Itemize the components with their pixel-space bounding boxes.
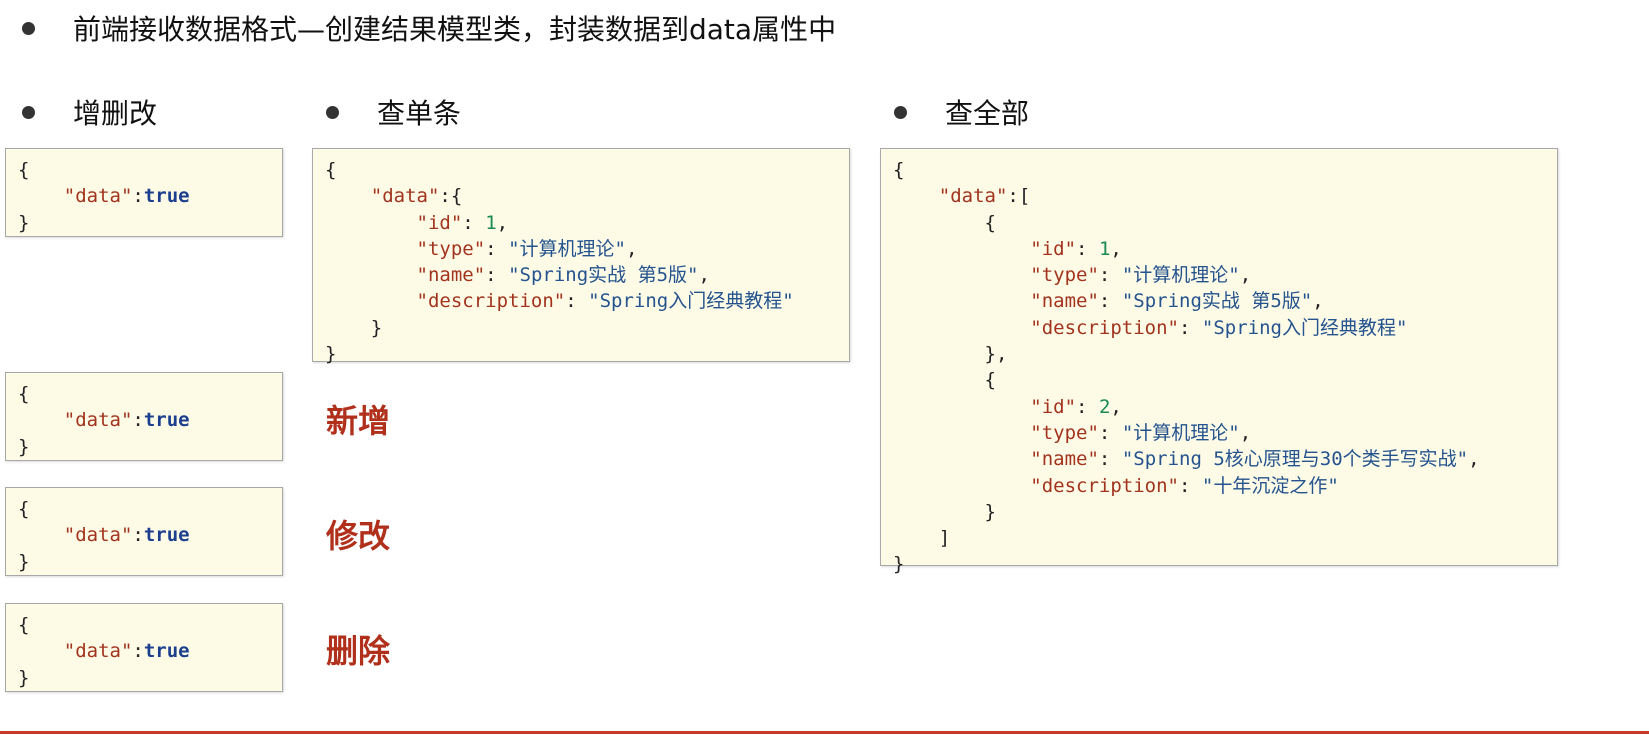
code-box-cud: { "data":true }	[5, 148, 283, 237]
section-title-all: 查全部	[945, 97, 1030, 130]
code-block: { "data":[ { "id": 1, "type": "计算机理论", "…	[893, 159, 1480, 576]
code-block: { "data":true }	[18, 498, 190, 573]
bullet-icon	[894, 105, 907, 119]
code-block: { "data":true }	[18, 614, 190, 689]
code-box-edit: { "data":true }	[5, 487, 283, 576]
label-delete: 删除	[326, 632, 391, 670]
bullet-icon	[22, 105, 35, 119]
code-box-single: { "data":{ "id": 1, "type": "计算机理论", "na…	[312, 148, 850, 365]
bottom-divider	[0, 731, 1649, 734]
bullet-icon	[22, 21, 35, 35]
page-heading: 前端接收数据格式—创建结果模型类，封装数据到data属性中	[73, 13, 837, 46]
heading-line: 前端接收数据格式—创建结果模型类，封装数据到data属性中	[22, 8, 836, 48]
label-add: 新增	[326, 402, 391, 440]
code-block: { "data":true }	[18, 383, 190, 458]
code-box-delete: { "data":true }	[5, 603, 283, 692]
section-cud: 增删改	[22, 92, 157, 132]
code-box-add: { "data":true }	[5, 372, 283, 461]
code-block: { "data":true }	[18, 159, 190, 234]
section-title-cud: 增删改	[73, 97, 158, 130]
section-single: 查单条	[326, 92, 461, 132]
label-edit: 修改	[326, 517, 391, 555]
code-box-all: { "data":[ { "id": 1, "type": "计算机理论", "…	[880, 148, 1558, 575]
bullet-icon	[326, 105, 339, 119]
code-block: { "data":{ "id": 1, "type": "计算机理论", "na…	[325, 159, 794, 366]
section-title-single: 查单条	[377, 97, 462, 130]
section-all: 查全部	[894, 92, 1029, 132]
